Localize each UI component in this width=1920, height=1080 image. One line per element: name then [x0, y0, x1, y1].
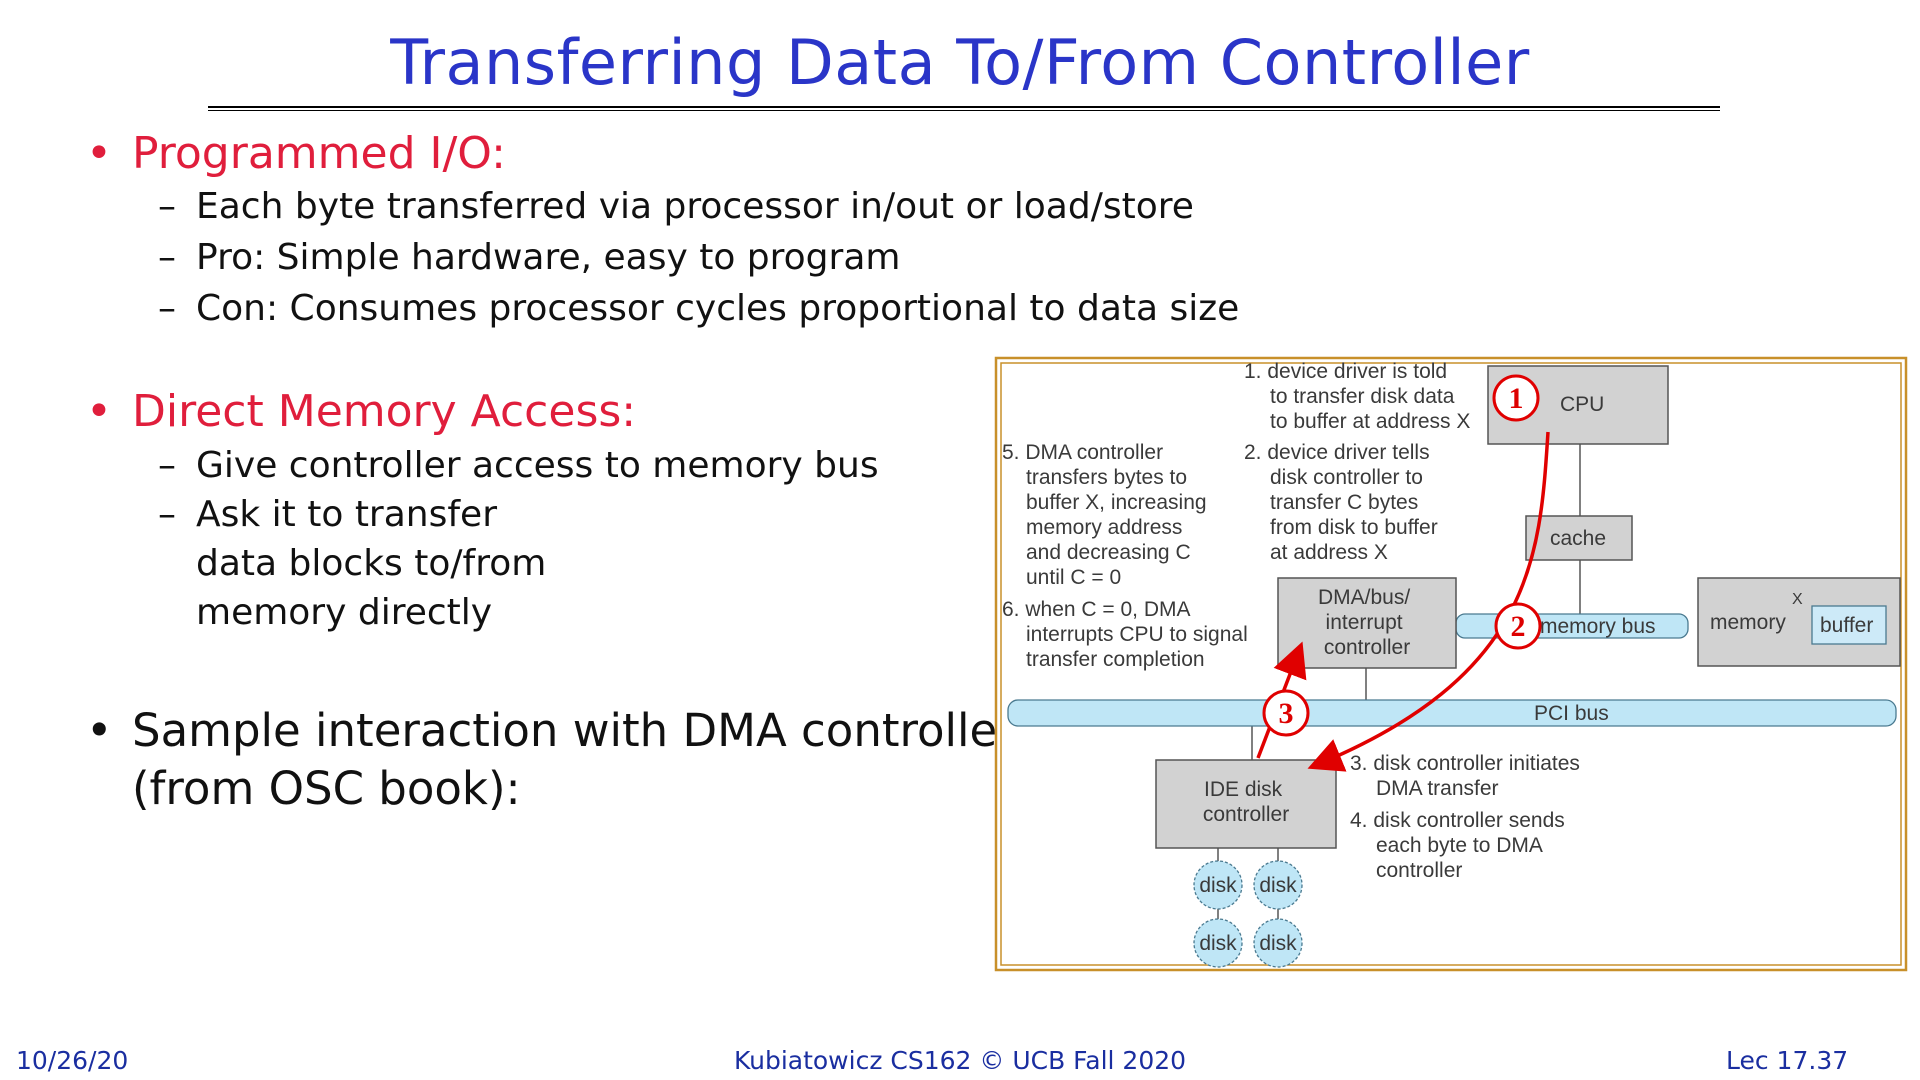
title-rule [208, 106, 1720, 108]
pci-bus [1007, 699, 1897, 727]
sub-item-text: Each byte transferred via processor in/o… [196, 186, 1194, 227]
sub-item-text: Ask it to transfer [196, 494, 497, 535]
memory-bus-label: memory bus [1540, 615, 1656, 638]
disk-icon: disk [1253, 918, 1303, 968]
ide-controller-label: IDE disk controller [1203, 778, 1289, 826]
address-x-label: X [1792, 591, 1803, 608]
step-6-text: 6. when C = 0, DMA interrupts CPU to sig… [1002, 598, 1254, 671]
step-4-text: 4. disk controller sends each byte to DM… [1350, 809, 1571, 882]
bullet-dot: • [86, 704, 113, 757]
slide-title: Transferring Data To/From Controller [390, 26, 1530, 99]
disk-icon: disk [1193, 918, 1243, 968]
bullet-heading: Programmed I/O: [132, 128, 506, 179]
sub-item: –Ask it to transfer [158, 494, 497, 535]
step-2-text: 2. device driver tells disk controller t… [1244, 441, 1444, 564]
sub-item-text: Give controller access to memory bus [196, 445, 879, 486]
buffer-box [1811, 605, 1887, 645]
footer-page-number: Lec 17.37 [1726, 1046, 1849, 1075]
bullet-programmed-io: • Programmed I/O: [86, 128, 506, 179]
footer-course: Kubiatowicz CS162 © UCB Fall 2020 [733, 1046, 1187, 1075]
svg-text:disk: disk [1259, 932, 1297, 955]
svg-text:2: 2 [1511, 610, 1526, 643]
sub-item-text: Con: Consumes processor cycles proportio… [196, 288, 1240, 329]
sub-item: –Each byte transferred via processor in/… [158, 186, 1194, 227]
step-3-text: 3. disk controller initiates DMA transfe… [1350, 752, 1586, 800]
cache-label: cache [1550, 527, 1606, 550]
dash-mark: – [158, 237, 176, 278]
dma-diagram: PCI bus memory bus CPU cache memory X bu… [994, 356, 1908, 972]
svg-text:disk: disk [1199, 874, 1237, 897]
footer-date: 10/26/20 [16, 1046, 129, 1075]
marker-3: 3 [1262, 689, 1310, 737]
svg-text:disk: disk [1199, 932, 1237, 955]
pci-bus-label: PCI bus [1534, 702, 1609, 725]
step-1-text: 1. device driver is told to transfer dis… [1244, 360, 1470, 433]
sub-item-continuation: data blocks to/from [196, 543, 547, 584]
dash-mark: – [158, 445, 176, 486]
sub-item-continuation: memory directly [196, 592, 493, 633]
sub-item: –Give controller access to memory bus [158, 445, 879, 486]
cache-box [1525, 515, 1633, 561]
title-rule-thin [208, 110, 1720, 111]
memory-box [1697, 577, 1901, 667]
dash-mark: – [158, 494, 176, 535]
step-5-text: 5. DMA controller transfers bytes to buf… [1002, 441, 1212, 589]
sub-item: –Pro: Simple hardware, easy to program [158, 237, 900, 278]
bullet-text: Sample interaction with DMA controller [132, 704, 1016, 757]
dash-mark: – [158, 186, 176, 227]
bullet-dma: • Direct Memory Access: [86, 386, 636, 437]
ide-controller-box [1155, 759, 1337, 849]
marker-2: 2 [1494, 602, 1542, 650]
cpu-label: CPU [1560, 393, 1604, 416]
disk-icon: disk [1193, 860, 1243, 910]
bullet-heading: Direct Memory Access: [132, 386, 637, 437]
sub-item-text: Pro: Simple hardware, easy to program [196, 237, 901, 278]
dash-mark: – [158, 288, 176, 329]
memory-label: memory [1710, 611, 1786, 634]
disk-icon: disk [1253, 860, 1303, 910]
dma-controller-box [1277, 577, 1457, 669]
svg-text:1: 1 [1509, 382, 1524, 415]
diagram-frame-inner [1000, 362, 1902, 966]
buffer-label: buffer [1820, 614, 1873, 637]
marker-1: 1 [1492, 374, 1540, 422]
sub-item: –Con: Consumes processor cycles proporti… [158, 288, 1239, 329]
bullet-dot: • [86, 386, 112, 437]
bullet-sample: • Sample interaction with DMA controller [86, 704, 1016, 757]
svg-text:disk: disk [1259, 874, 1297, 897]
svg-text:3: 3 [1279, 697, 1294, 730]
bullet-dot: • [86, 128, 112, 179]
dma-controller-label: DMA/bus/ interrupt controller [1318, 586, 1416, 659]
bullet-sample-continuation: (from OSC book): [132, 762, 521, 815]
